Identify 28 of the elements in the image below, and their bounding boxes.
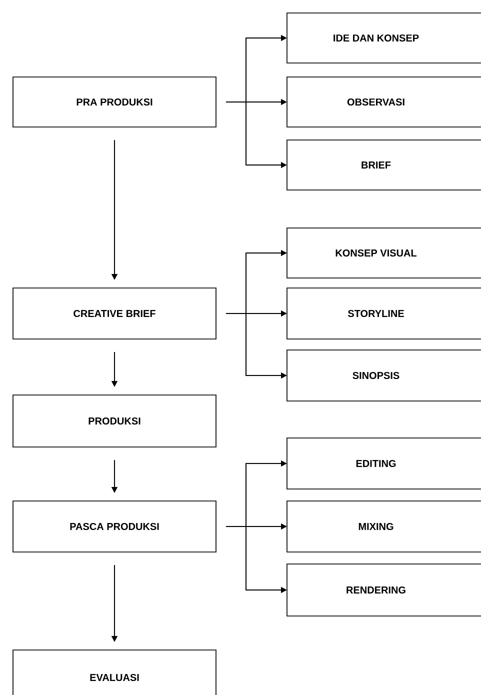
node-label: CREATIVE BRIEF <box>74 310 156 318</box>
node-label: PRODUKSI <box>88 417 140 425</box>
process-box <box>286 563 481 617</box>
node-label: PASCA PRODUKSI <box>70 522 159 530</box>
process-box <box>12 649 217 695</box>
process-box <box>286 437 481 490</box>
process-box <box>286 139 481 191</box>
process-box <box>286 287 481 340</box>
node-label: STORYLINE <box>348 310 404 318</box>
node-label: EDITING <box>356 460 396 468</box>
process-box <box>286 500 481 553</box>
node-label: RENDERING <box>346 586 406 594</box>
node-label: OBSERVASI <box>347 98 404 106</box>
process-box <box>286 227 481 279</box>
node-label: EVALUASI <box>90 674 139 682</box>
node-label: IDE DAN KONSEP <box>334 34 419 42</box>
process-box <box>286 12 481 64</box>
process-box <box>286 349 481 402</box>
node-label: BRIEF <box>362 162 391 168</box>
process-box <box>12 394 217 448</box>
node-label: PRA PRODUKSI <box>76 98 152 106</box>
node-label: SINOPSIS <box>352 372 400 380</box>
node-label: MIXING <box>358 522 394 530</box>
process-box <box>12 500 217 553</box>
node-label: KONSEP VISUAL <box>336 249 417 257</box>
process-box <box>286 76 481 128</box>
process-box <box>12 287 217 340</box>
process-box <box>12 76 217 128</box>
